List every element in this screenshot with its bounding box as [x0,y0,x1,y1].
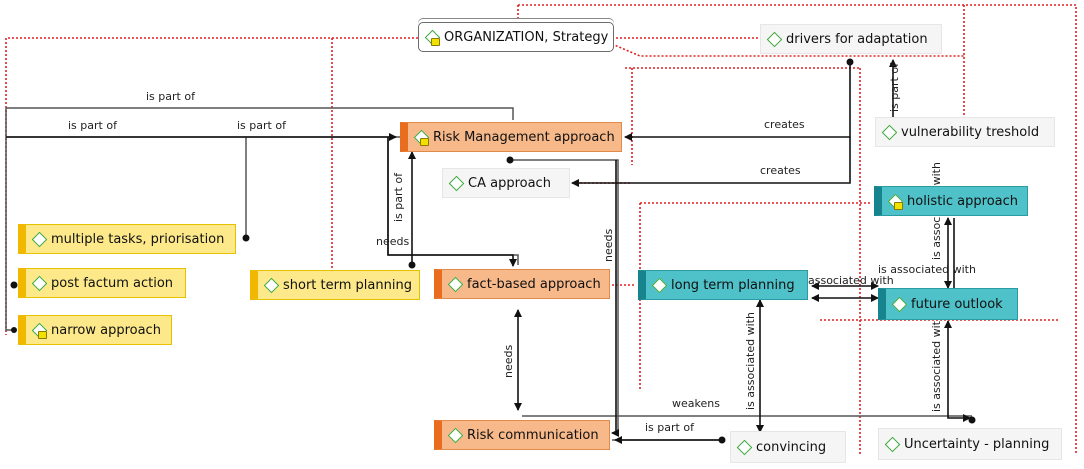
code-icon [652,278,666,292]
arrow-creates-ca [571,137,851,187]
node-risk-management-approach[interactable]: Risk Management approach [400,122,622,152]
code-icon [448,428,462,442]
node-future-outlook[interactable]: future outlook [878,288,1018,320]
code-icon [264,278,278,292]
label-needs-2: needs [602,229,615,262]
label-creates-1: creates [764,118,805,131]
label-assoc-5: is associated with [930,314,943,412]
label-assoc-1: is associated with [878,263,976,276]
node-risk-communication[interactable]: Risk communication [434,420,610,450]
arrow-creates-risk [624,62,851,141]
node-label: vulnerability treshold [901,124,1040,140]
node-uncertainty-planning[interactable]: Uncertainty - planning [878,428,1062,460]
node-vulnerability-treshold[interactable]: vulnerability treshold [875,117,1055,147]
code-icon [892,297,906,311]
node-narrow-approach[interactable]: narrow approach [18,315,172,345]
code-group-icon [425,30,440,46]
code-memo-icon [32,323,47,339]
node-label: ORGANIZATION, Strategy [444,29,609,45]
label-is-part-of-5: is part of [645,421,695,434]
node-label: Risk communication [467,427,599,443]
link-endpoints [10,58,976,444]
code-icon [767,32,781,46]
node-label: Risk Management approach [433,129,615,145]
node-drivers-for-adaptation[interactable]: drivers for adaptation [760,24,942,54]
code-icon [449,176,463,190]
label-is-part-of-3: is part of [237,119,287,132]
label-is-part-of-4: is part of [392,172,405,222]
node-long-term-planning[interactable]: long term planning [638,270,808,300]
node-label: fact-based approach [467,276,601,292]
label-needs-1: needs [376,235,409,248]
node-label: convincing [756,439,827,455]
node-fact-based-approach[interactable]: fact-based approach [434,269,610,299]
node-label: Uncertainty - planning [904,436,1050,452]
node-convincing[interactable]: convincing [730,431,846,463]
code-memo-icon [414,130,429,146]
node-label: short term planning [283,277,412,293]
arrow-needs-fact [387,137,517,267]
code-icon [882,125,896,139]
label-assoc-2: associated with [808,274,894,287]
node-organization-strategy[interactable]: ORGANIZATION, Strategy [418,22,614,52]
label-creates-2: creates [760,164,801,177]
arrow-assoc-uncertainty [944,320,971,422]
node-label: long term planning [671,277,795,293]
node-multiple-tasks-priorisation[interactable]: multiple tasks, priorisation [18,224,236,254]
code-memo-icon [888,194,903,210]
code-icon [885,437,899,451]
node-label: holistic approach [907,193,1019,209]
node-label: future outlook [911,296,1003,312]
code-icon [737,440,751,454]
node-label: multiple tasks, priorisation [51,231,225,247]
label-is-part-of-6: is part of [888,62,901,112]
node-label: drivers for adaptation [786,31,928,47]
code-icon [32,232,46,246]
code-icon [448,277,462,291]
node-holistic-approach[interactable]: holistic approach [874,186,1028,216]
label-is-part-of-1: is part of [146,90,196,103]
label-assoc-4: is associated with [744,312,757,410]
node-label: CA approach [468,175,551,191]
node-short-term-planning[interactable]: short term planning [250,270,420,300]
label-weakens: weakens [672,397,720,410]
node-post-factum-action[interactable]: post factum action [18,268,186,298]
node-ca-approach[interactable]: CA approach [442,168,570,198]
node-label: narrow approach [51,322,161,338]
label-is-part-of-2: is part of [68,119,118,132]
code-icon [32,276,46,290]
arrow-needs-riskcomm [611,160,619,437]
node-label: post factum action [51,275,174,291]
label-needs-3: needs [502,345,515,378]
